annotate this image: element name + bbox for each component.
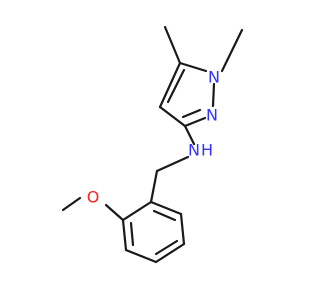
bond-n1-methyl <box>220 28 244 73</box>
bond-ar4-ar5 <box>124 248 158 264</box>
atom-ether-o: O <box>87 188 100 207</box>
atom-amine-n: N <box>188 141 200 160</box>
atom-labels: N N N H O <box>87 68 220 207</box>
atom-n1: N <box>208 68 220 87</box>
bond-nh-ch2 <box>155 155 190 173</box>
atom-amine-h: H <box>201 141 213 160</box>
bond-ch2-ring <box>149 169 159 204</box>
bond-o-methyl <box>61 196 82 212</box>
bond-ar3-ar4 <box>154 242 186 264</box>
bond-c5-methyl <box>163 25 182 65</box>
bond-c3-nh <box>183 124 196 146</box>
bond-ar6-ar1 <box>121 200 153 222</box>
bond-ar5-ar6 <box>121 218 128 252</box>
bond-ar-o <box>104 203 125 222</box>
bond-c3-c4 <box>158 105 187 128</box>
bond-n2-c3-b <box>181 108 202 119</box>
bond-ar1-ar2 <box>149 200 183 216</box>
structure-svg: N N N H O <box>61 25 244 264</box>
bond-c4-c5-b <box>166 68 186 104</box>
bond-ar3-ar4-inner <box>154 239 179 256</box>
bond-ar1-ar2-inner <box>152 209 177 222</box>
bond-n1-n2 <box>211 82 216 108</box>
bonds <box>61 25 244 264</box>
bond-ar2-ar3 <box>179 212 186 246</box>
bond-n2-c3-a <box>183 116 207 128</box>
bond-ar5-ar6-inner <box>129 221 135 247</box>
bond-c5-n1 <box>178 61 208 73</box>
bond-c4-c5-a <box>158 61 182 109</box>
molecule-diagram: N N N H O <box>61 25 244 264</box>
atom-n2: N <box>206 106 218 125</box>
